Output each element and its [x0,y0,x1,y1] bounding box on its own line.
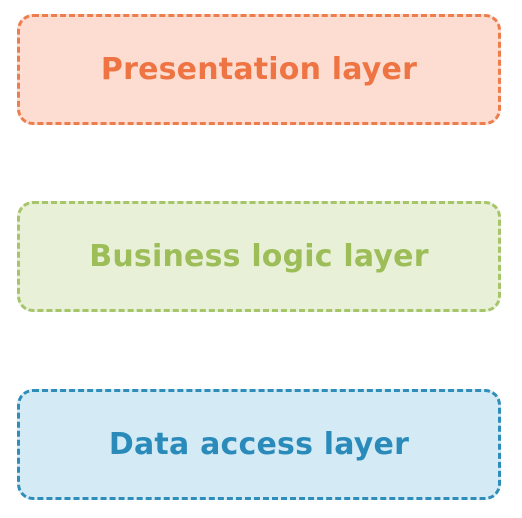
data-access-layer-box: Data access layer [17,389,501,500]
data-access-layer-label: Data access layer [108,427,410,462]
business-logic-layer-label: Business logic layer [89,239,429,274]
business-logic-layer-box: Business logic layer [17,201,501,312]
presentation-layer-label: Presentation layer [100,52,418,87]
presentation-layer-box: Presentation layer [17,14,501,125]
